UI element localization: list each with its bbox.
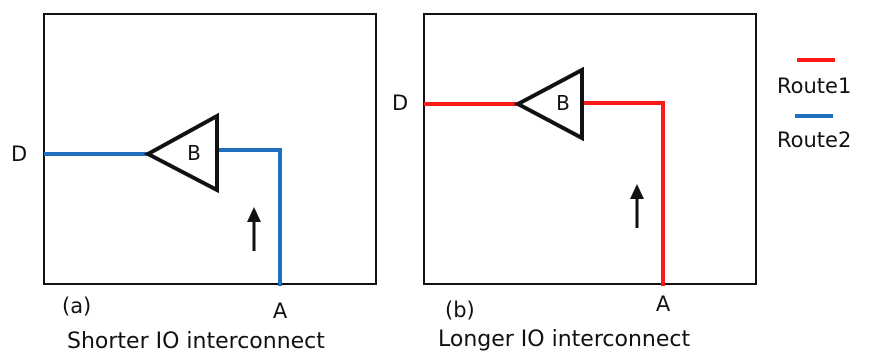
panel-a: B D A (a) Shorter IO interconnect: [11, 13, 377, 354]
panel-a-box: [43, 13, 377, 285]
up-arrow-icon: [630, 184, 644, 228]
panel-b: B D A (b) Longer IO interconnect: [392, 13, 757, 352]
panel-b-port-a: A: [656, 292, 671, 316]
legend-route2-label: Route2: [777, 128, 851, 152]
legend-route1-label: Route1: [777, 74, 851, 98]
panel-a-port-a: A: [273, 299, 288, 323]
panel-a-gate-label: B: [187, 141, 201, 165]
panel-a-route-out: [217, 148, 282, 286]
panel-b-port-d: D: [392, 91, 408, 115]
panel-a-port-d: D: [11, 142, 27, 166]
up-arrow-icon: [247, 207, 261, 251]
panel-b-caption: Longer IO interconnect: [438, 327, 690, 352]
panel-a-buffer-gate: [143, 112, 219, 194]
panel-b-buffer-gate: [513, 66, 584, 142]
panel-a-tag: (a): [62, 294, 91, 318]
panel-b-route-out: [582, 101, 665, 286]
panel-b-gate-label: B: [556, 91, 570, 115]
panel-a-caption: Shorter IO interconnect: [67, 329, 325, 354]
panel-b-tag: (b): [445, 298, 475, 322]
legend: Route1 Route2: [777, 58, 851, 152]
panel-b-box: [423, 13, 757, 285]
